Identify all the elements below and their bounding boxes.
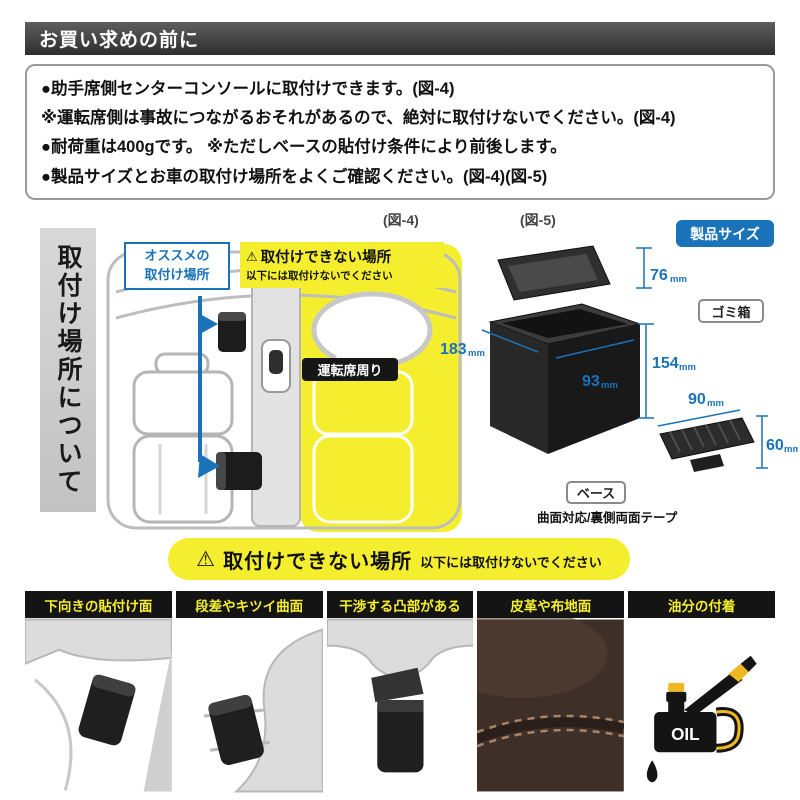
dim-line-76	[636, 247, 652, 289]
dim-60-unit: mm	[784, 444, 798, 455]
note-line: ●助手席側センターコンソールに取付けできます。(図-4)	[41, 80, 455, 98]
cell-header: 皮革や布地面	[477, 591, 625, 618]
warning-icon: ⚠	[246, 248, 258, 264]
banner-sub: 以下には取付けないでください	[420, 555, 602, 570]
bin-opening	[502, 309, 628, 338]
notes-box: ●助手席側センターコンソールに取付けできます。(図-4) ※運転席側は事故につな…	[25, 64, 775, 200]
prohibited-examples-grid: 下向きの貼付け面 段差やキツイ曲面	[25, 591, 775, 793]
arrow-to-lower-bin	[198, 454, 220, 478]
cell-header: 油分の付着	[628, 591, 775, 618]
cell-image	[326, 618, 474, 793]
dim-line-60	[756, 415, 768, 469]
warning-icon: ⚠	[196, 547, 216, 571]
note-line: ※運転席側は事故につながるおそれがあるので、絶対に取付けないでください。(図-4…	[41, 109, 676, 128]
protrusion-illustration	[326, 618, 474, 773]
bin-lid-inner	[508, 254, 598, 292]
arrow-to-upper-bin	[200, 314, 218, 334]
trash-bin-lower-lid	[216, 452, 226, 490]
oil-text: OIL	[671, 725, 699, 744]
base-ribs	[669, 419, 741, 453]
passenger-seatback	[132, 370, 234, 436]
dim-93: 93	[582, 373, 600, 390]
center-console	[251, 279, 301, 527]
header-bar: お買い求めの前に	[25, 22, 775, 55]
cell-image	[25, 618, 172, 793]
cell-header: 段差やキツイ曲面	[175, 591, 323, 618]
steps-curves-illustration	[203, 628, 323, 793]
trash-bin-lower	[216, 452, 262, 490]
base-plate	[659, 417, 755, 460]
bin-label-tag: ゴミ箱	[698, 299, 764, 323]
fig4-warning-sub: 以下には取付けないでください	[246, 270, 393, 282]
dim-line-183	[481, 329, 539, 353]
product-size-badge: 製品サイズ	[676, 220, 774, 247]
dim-line-93	[555, 339, 635, 359]
fig5-diagram: 76 mm 154 mm 183 mm 93 mm 90 mm 60 m	[438, 228, 800, 530]
leather-illustration	[477, 618, 625, 792]
cell-header: 干渉する凸部がある	[326, 591, 474, 618]
dim-line-90	[657, 409, 741, 427]
grid-cell-downward-face: 下向きの貼付け面	[25, 591, 172, 793]
oil-drop	[647, 760, 658, 783]
section-side-label: 取付け場所について	[40, 228, 96, 512]
dim-line-154	[638, 323, 654, 419]
driver-cushion	[312, 434, 414, 524]
dim-90-unit: mm	[707, 398, 724, 409]
fig4-diagram: オススメの 取付け場所 ⚠ 取付けできない場所 以下には取付けないでください 運…	[100, 222, 472, 538]
trash-bin-upper-lid	[218, 312, 246, 321]
cell-header: 下向きの貼付け面	[25, 591, 172, 618]
dim-90: 90	[688, 391, 706, 408]
dim-76: 76	[650, 267, 668, 284]
product-size-illustration: 76 mm 154 mm 183 mm 93 mm 90 mm 60 m	[440, 245, 800, 472]
gear-knob	[269, 350, 283, 374]
fig5-caption: (図-5)	[520, 212, 556, 228]
dim-183-unit: mm	[468, 348, 485, 359]
base-label-tag: ベース	[566, 481, 626, 504]
grid-cell-protrusion: 干渉する凸部がある	[326, 591, 474, 793]
grid-cell-leather-fabric: 皮革や布地面	[477, 591, 625, 793]
base-note: 曲面対応/裏側両面テープ	[537, 511, 678, 525]
page-title: お買い求めの前に	[39, 30, 200, 51]
dim-93-unit: mm	[601, 380, 618, 391]
bin-front-face	[490, 322, 548, 454]
dim-154: 154	[652, 355, 679, 372]
recommended-location-label: オススメの 取付け場所	[124, 242, 230, 290]
fig4-warning-title: 取付けできない場所	[260, 250, 392, 266]
side-label-text: 取付け場所について	[54, 244, 82, 496]
seat-stitch-lines	[158, 444, 208, 514]
dim-154-unit: mm	[679, 362, 696, 373]
trash-bin-upper	[218, 312, 246, 352]
bin-right-face	[548, 324, 640, 454]
cell-image	[175, 618, 323, 793]
driver-area-label: 運転席周り	[302, 358, 398, 381]
warning-banner: ⚠ 取付けできない場所 以下には取付けないでください	[168, 538, 630, 580]
grid-cell-oil: 油分の付着 OIL	[628, 591, 775, 793]
downward-face-illustration	[25, 618, 172, 792]
cell-image: OIL	[628, 618, 775, 793]
base-clip	[690, 454, 724, 472]
fig4-caption: (図-4)	[383, 212, 419, 228]
grid-cell-steps-curves: 段差やキツイ曲面	[175, 591, 323, 793]
cell-image	[477, 618, 625, 793]
note-line: ●製品サイズとお車の取付け場所をよくご確認ください。(図-4)(図-5)	[41, 167, 548, 186]
fig4-warning-box: ⚠ 取付けできない場所 以下には取付けないでください	[240, 242, 444, 288]
banner-title: 取付けできない場所	[223, 550, 413, 573]
dim-60: 60	[766, 437, 784, 454]
oil-can-icon: OIL	[647, 655, 757, 783]
dim-183: 183	[440, 341, 467, 358]
dim-76-unit: mm	[670, 274, 687, 285]
note-line: ●耐荷重は400gです。 ※ただしベースの貼付け条件により前後します。	[41, 138, 567, 157]
